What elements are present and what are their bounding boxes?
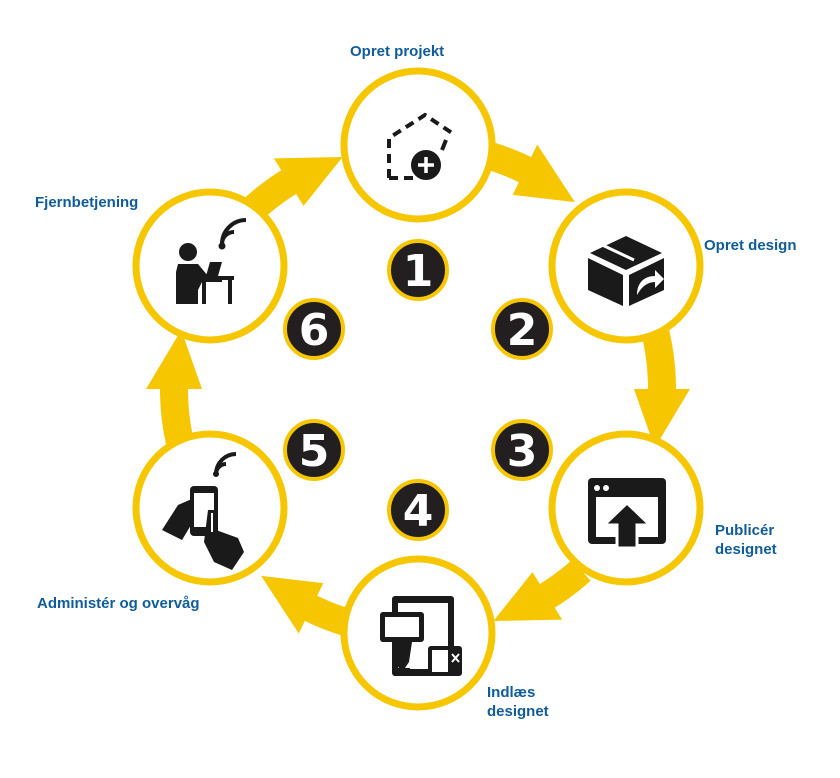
step-badge-1: 1 bbox=[387, 239, 449, 301]
step-number-2: 2 bbox=[507, 305, 538, 356]
step-label-4: Indlæs designet bbox=[487, 683, 549, 721]
step-label-6-line-1: Fjernbetjening bbox=[35, 194, 139, 211]
cycle-arrow-1 bbox=[481, 140, 575, 203]
box-share-icon bbox=[588, 236, 664, 306]
step-number-3: 3 bbox=[507, 426, 538, 477]
step-badge-3: 3 bbox=[491, 419, 553, 481]
cycle-arrows bbox=[146, 140, 690, 638]
step-label-2-line-1: Opret design bbox=[704, 237, 797, 254]
step-label-4-line-2: designet bbox=[487, 703, 549, 720]
step-label-5: Administér og overvåg bbox=[37, 594, 200, 613]
step-number-5: 5 bbox=[299, 426, 330, 477]
cycle-arrow-2 bbox=[634, 317, 690, 449]
upload-window-icon bbox=[588, 478, 666, 550]
step-number-4: 4 bbox=[403, 486, 434, 537]
cycle-arrow-5 bbox=[146, 329, 202, 461]
cycle-arrow-4 bbox=[261, 575, 355, 638]
device-load-icon bbox=[380, 596, 462, 676]
phone-hand-icon bbox=[162, 452, 244, 570]
remote-desk-icon bbox=[176, 218, 247, 304]
step-label-2: Opret design bbox=[704, 236, 797, 255]
cycle-arrow-6 bbox=[245, 156, 343, 219]
project-add-icon bbox=[387, 112, 457, 180]
step-label-3: Publicér designet bbox=[715, 521, 777, 559]
step-label-1: Opret projekt bbox=[350, 42, 444, 61]
step-badge-5: 5 bbox=[283, 419, 345, 481]
step-badge-6: 6 bbox=[283, 298, 345, 360]
step-label-3-line-2: designet bbox=[715, 541, 777, 558]
step-number-1: 1 bbox=[403, 246, 434, 297]
step-badge-4: 4 bbox=[387, 479, 449, 541]
step-label-1-line-1: Opret projekt bbox=[350, 43, 445, 60]
step-number-6: 6 bbox=[299, 305, 330, 356]
step-label-5-line-1: Administér og overvåg bbox=[37, 595, 200, 612]
step-circle-1 bbox=[340, 67, 496, 223]
cycle-arrow-3 bbox=[493, 559, 591, 622]
step-label-6: Fjernbetjening bbox=[35, 193, 138, 212]
step-badge-2: 2 bbox=[491, 298, 553, 360]
step-label-3-line-1: Publicér bbox=[715, 522, 775, 539]
step-label-4-line-1: Indlæs bbox=[487, 684, 536, 701]
